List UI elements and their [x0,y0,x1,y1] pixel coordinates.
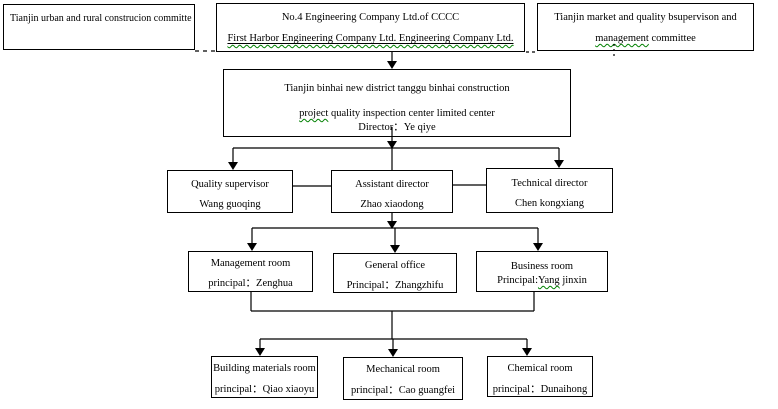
node-chemical-room-title: Chemical room [507,363,573,374]
node-business-room-title: Business room [510,261,574,272]
node-mechanical-room-person: principal：Cao guangfei [350,385,456,396]
node-inspection-center-line2: project quality inspection center limite… [299,108,495,119]
arrowhead-down-icon [390,245,400,253]
node-management-room-title: Management room [210,258,291,269]
arrowhead-down-icon [387,221,397,229]
node-cccc-company: No.4 Engineering Company Ltd.of CCCC Fir… [216,3,525,52]
arrowhead-down-icon [247,243,257,251]
node-market-committee-line1: Tianjin market and quality bsupervison a… [554,12,737,23]
arrowhead-down-icon [228,162,238,170]
arrowhead-down-icon [387,141,397,149]
node-mechanical-room: Mechanical room principal：Cao guangfei [343,357,463,400]
node-assistant-director-person: Zhao xiaodong [360,199,424,210]
node-general-office-person: Principal：Zhangzhifu [346,280,444,291]
node-assistant-director-title: Assistant director [355,179,429,190]
node-building-materials-room-title: Building materials room [213,363,316,374]
node-assistant-director: Assistant director Zhao xiaodong [331,170,453,213]
arrowhead-down-icon [255,348,265,356]
arrowhead-down-icon [522,348,532,356]
arrowhead-down-icon [533,243,543,251]
node-cccc-company-line2: First Harbor Engineering Company Ltd. En… [227,33,514,44]
node-management-room: Management room principal：Zenghua [188,251,313,292]
arrowhead-down-icon [554,160,564,168]
node-technical-director-title: Technical director [511,178,588,189]
node-building-materials-room-person: principal：Qiao xiaoyu [214,384,315,395]
node-quality-supervisor-person: Wang guoqing [199,199,261,210]
node-inspection-center-line1: Tianjin binhai new district tanggu binha… [284,83,510,94]
arrowhead-down-icon [387,61,397,69]
node-technical-director-person: Chen kongxiang [514,198,585,209]
node-market-committee: Tianjin market and quality bsupervison a… [537,3,754,51]
node-inspection-center: Tianjin binhai new district tanggu binha… [223,69,571,137]
node-inspection-center-line3: Director：Ye qiye [358,122,436,133]
node-chemical-room: Chemical room principal：Dunaihong [487,356,593,397]
node-mechanical-room-title: Mechanical room [366,364,440,375]
node-cccc-company-line1: No.4 Engineering Company Ltd.of CCCC [281,12,460,23]
node-general-office: General office Principal：Zhangzhifu [333,253,457,293]
node-business-room: Business room Principal:Yang jinxin [476,251,608,292]
arrowhead-down-icon [388,349,398,357]
node-quality-supervisor: Quality supervisor Wang guoqing [167,170,293,213]
node-market-committee-line2: management committee [595,33,696,44]
node-urban-committee: Tianjin urban and rural construcion comm… [3,4,195,50]
node-building-materials-room: Building materials room principal：Qiao x… [211,356,318,398]
node-quality-supervisor-title: Quality supervisor [191,179,269,190]
node-urban-committee-label: Tianjin urban and rural construcion comm… [10,13,192,24]
node-technical-director: Technical director Chen kongxiang [486,168,613,213]
node-general-office-title: General office [364,260,426,271]
node-business-room-person: Principal:Yang jinxin [497,275,587,286]
node-management-room-person: principal：Zenghua [208,278,293,289]
node-chemical-room-person: principal：Dunaihong [492,384,588,395]
